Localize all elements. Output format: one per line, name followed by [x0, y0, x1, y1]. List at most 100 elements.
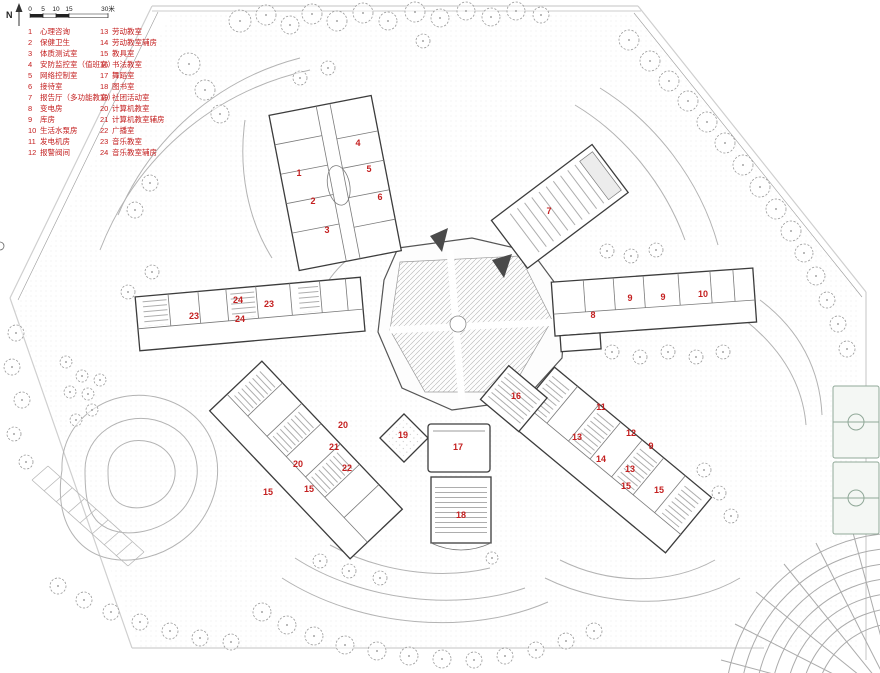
room-number-marker: 19 [398, 430, 408, 440]
room-number-marker: 9 [648, 441, 653, 451]
room-number-marker: 20 [338, 420, 348, 430]
tree-icon [481, 7, 501, 27]
tree-icon [415, 33, 431, 49]
tree-icon [715, 344, 731, 360]
tree-icon [714, 132, 736, 154]
legend-item-label: 教具室 [112, 49, 135, 58]
legend-item-label: 体质测试室 [40, 49, 78, 58]
room-number-marker: 18 [456, 510, 466, 520]
tree-icon [352, 2, 374, 24]
tree-icon [496, 647, 514, 665]
tree-icon [557, 632, 575, 650]
room-library [430, 476, 492, 551]
tree-icon [806, 266, 826, 286]
tree-icon [131, 613, 149, 631]
room-number-marker: 9 [627, 293, 632, 303]
room-number-marker: 24 [233, 295, 243, 305]
room-number-marker: 10 [698, 289, 708, 299]
tree-icon [326, 10, 348, 32]
legend-item: 1 心理咨询 [28, 26, 115, 37]
legend-item-number: 1 [28, 27, 33, 36]
tree-icon [732, 154, 754, 176]
north-arrow: N [6, 3, 23, 26]
legend-item-number: 8 [28, 104, 33, 113]
wing-lecture-hall [490, 143, 630, 270]
tree-icon [335, 635, 355, 655]
tree-icon [177, 52, 201, 76]
room-number-marker: 7 [546, 206, 551, 216]
room-number-marker: 5 [366, 164, 371, 174]
tree-icon [780, 220, 802, 242]
legend-item-number: 5 [28, 71, 33, 80]
legend-item-label: 生活水泵房 [40, 126, 78, 135]
room-number-marker: 24 [235, 314, 245, 324]
tree-icon [456, 1, 476, 21]
legend-item-number: 20 [100, 104, 109, 113]
tree-icon [277, 615, 297, 635]
tree-icon [7, 324, 25, 342]
central-hub [0, 228, 567, 411]
legend-item-number: 24 [100, 148, 109, 157]
tree-icon [430, 8, 450, 28]
tree-icon [341, 563, 357, 579]
tree-icon [765, 198, 787, 220]
legend-item-label: 广播室 [112, 126, 135, 135]
tree-icon [677, 90, 699, 112]
trees-layer [3, 1, 856, 669]
tree-icon [506, 1, 526, 21]
tree-icon [161, 622, 179, 640]
tree-icon [585, 622, 603, 640]
amphitheater-terraces [720, 528, 880, 673]
tree-icon [141, 174, 159, 192]
legend-item-label: 心理咨询 [40, 27, 70, 36]
tree-icon [829, 315, 847, 333]
legend-item-number: 2 [28, 38, 33, 47]
room-calligraphy [479, 364, 548, 433]
tree-icon [18, 454, 34, 470]
scale-tick-label: 0 [28, 6, 32, 13]
legend-item-number: 12 [28, 148, 37, 157]
tree-icon [85, 403, 99, 417]
tree-icon [3, 358, 21, 376]
legend-item-number: 21 [100, 115, 109, 124]
room-number-marker: 13 [625, 464, 635, 474]
legend-item-number: 15 [100, 49, 109, 58]
tree-icon [599, 243, 615, 259]
entry-canopy-icon [430, 228, 448, 252]
scale-tick-label: 5 [41, 6, 45, 13]
tree-icon [320, 60, 336, 76]
wing-southwest-computer [208, 360, 404, 560]
room-number-marker: 11 [596, 402, 606, 412]
legend-item-label: 音乐教室 [112, 137, 142, 146]
legend-item-label: 音乐教室辅房 [112, 148, 157, 157]
legend-item-label: 库房 [40, 115, 55, 124]
legend-item-number: 7 [28, 93, 33, 102]
room-number-marker: 15 [304, 484, 314, 494]
tree-icon [399, 646, 419, 666]
legend-item-number: 18 [100, 82, 109, 91]
tree-icon [228, 9, 252, 33]
tree-icon [102, 603, 120, 621]
tree-icon [312, 553, 328, 569]
tree-icon [604, 344, 620, 360]
tree-icon [210, 104, 230, 124]
scale-tick-label: 10 [52, 6, 60, 13]
